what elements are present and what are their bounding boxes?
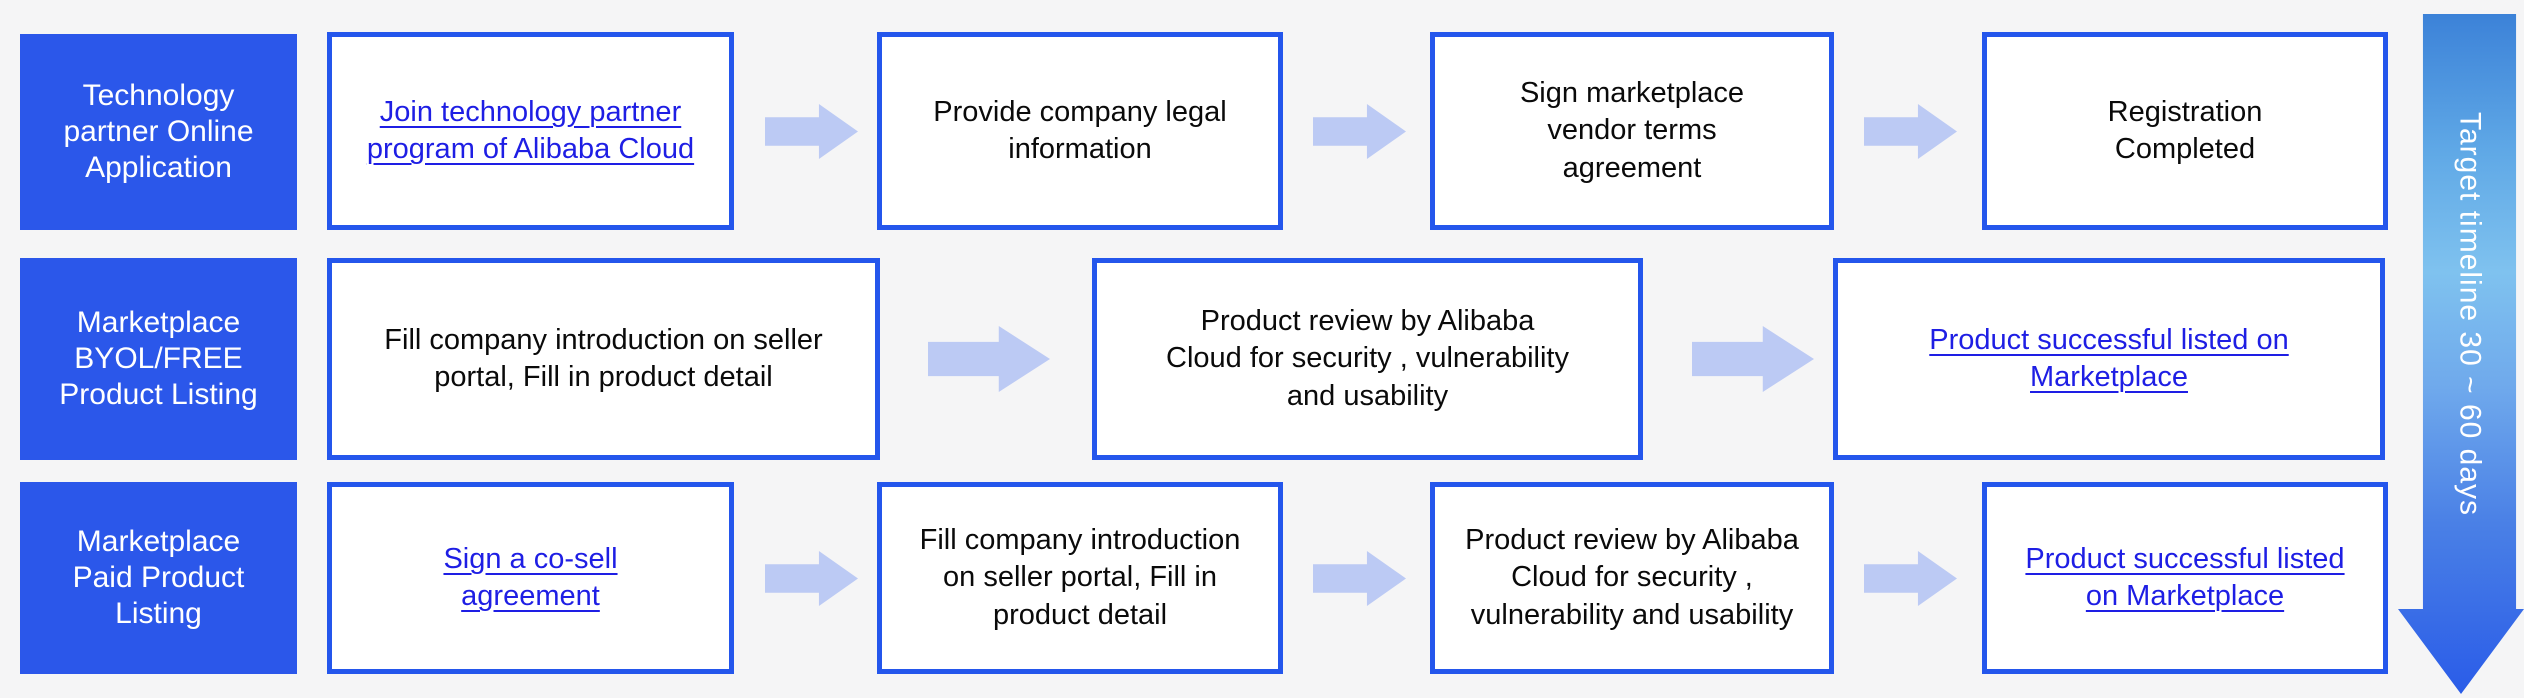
step-text: Sign marketplace vendor terms agreement — [1519, 77, 1745, 184]
row-label-byol-free-listing: Marketplace BYOL/FREE Product Listing — [20, 258, 297, 460]
step-box-product-listed: Product successful listed on Marketplace — [1982, 482, 2388, 674]
step-box-product-review: Product review by Alibaba Cloud for secu… — [1430, 482, 1834, 674]
timeline-label: Target timeline 30 ~ 60 days — [2453, 111, 2487, 517]
step-box-product-review: Product review by Alibaba Cloud for secu… — [1092, 258, 1643, 460]
row-label-text: Marketplace BYOL/FREE Product Listing — [59, 306, 258, 411]
step-text: Provide company legal information — [933, 95, 1227, 165]
step-box-product-listed: Product successful listed on Marketplace — [1833, 258, 2385, 460]
step-box-provide-legal-info: Provide company legal information — [877, 32, 1283, 230]
product-listed-link[interactable]: Product successful listed on Marketplace — [1929, 323, 2289, 393]
step-box-fill-company-intro: Fill company introduction on seller port… — [327, 258, 880, 460]
flow-arrow-right-icon — [1313, 551, 1406, 606]
row-label-text: Marketplace Paid Product Listing — [72, 525, 245, 630]
flow-arrow-right-icon — [1864, 104, 1957, 159]
product-listed-link[interactable]: Product successful listed on Marketplace — [2025, 542, 2345, 612]
flow-arrow-right-icon — [1864, 551, 1957, 606]
step-box-cosell-agreement: Sign a co-sell agreement — [327, 482, 734, 674]
flow-arrow-right-icon — [765, 551, 858, 606]
step-text: Fill company introduction on seller port… — [919, 524, 1241, 631]
step-text: Product review by Alibaba Cloud for secu… — [1465, 524, 1799, 631]
row-label-paid-listing: Marketplace Paid Product Listing — [20, 482, 297, 674]
flow-arrow-right-icon — [1692, 326, 1814, 392]
step-text: Product review by Alibaba Cloud for secu… — [1166, 305, 1569, 412]
join-partner-program-link[interactable]: Join technology partner program of Aliba… — [366, 95, 695, 165]
step-box-join-partner-program: Join technology partner program of Aliba… — [327, 32, 734, 230]
cosell-agreement-link[interactable]: Sign a co-sell agreement — [443, 542, 618, 612]
row-label-text: Technology partner Online Application — [63, 79, 254, 184]
flow-arrow-right-icon — [928, 326, 1050, 392]
flow-arrow-right-icon — [765, 104, 858, 159]
step-text: Registration Completed — [2107, 95, 2263, 165]
step-text: Fill company introduction on seller port… — [384, 323, 823, 393]
row-label-technology-partner: Technology partner Online Application — [20, 34, 297, 230]
step-box-fill-company-intro: Fill company introduction on seller port… — [877, 482, 1283, 674]
step-box-sign-vendor-terms: Sign marketplace vendor terms agreement — [1430, 32, 1834, 230]
step-box-registration-completed: Registration Completed — [1982, 32, 2388, 230]
flow-arrow-right-icon — [1313, 104, 1406, 159]
